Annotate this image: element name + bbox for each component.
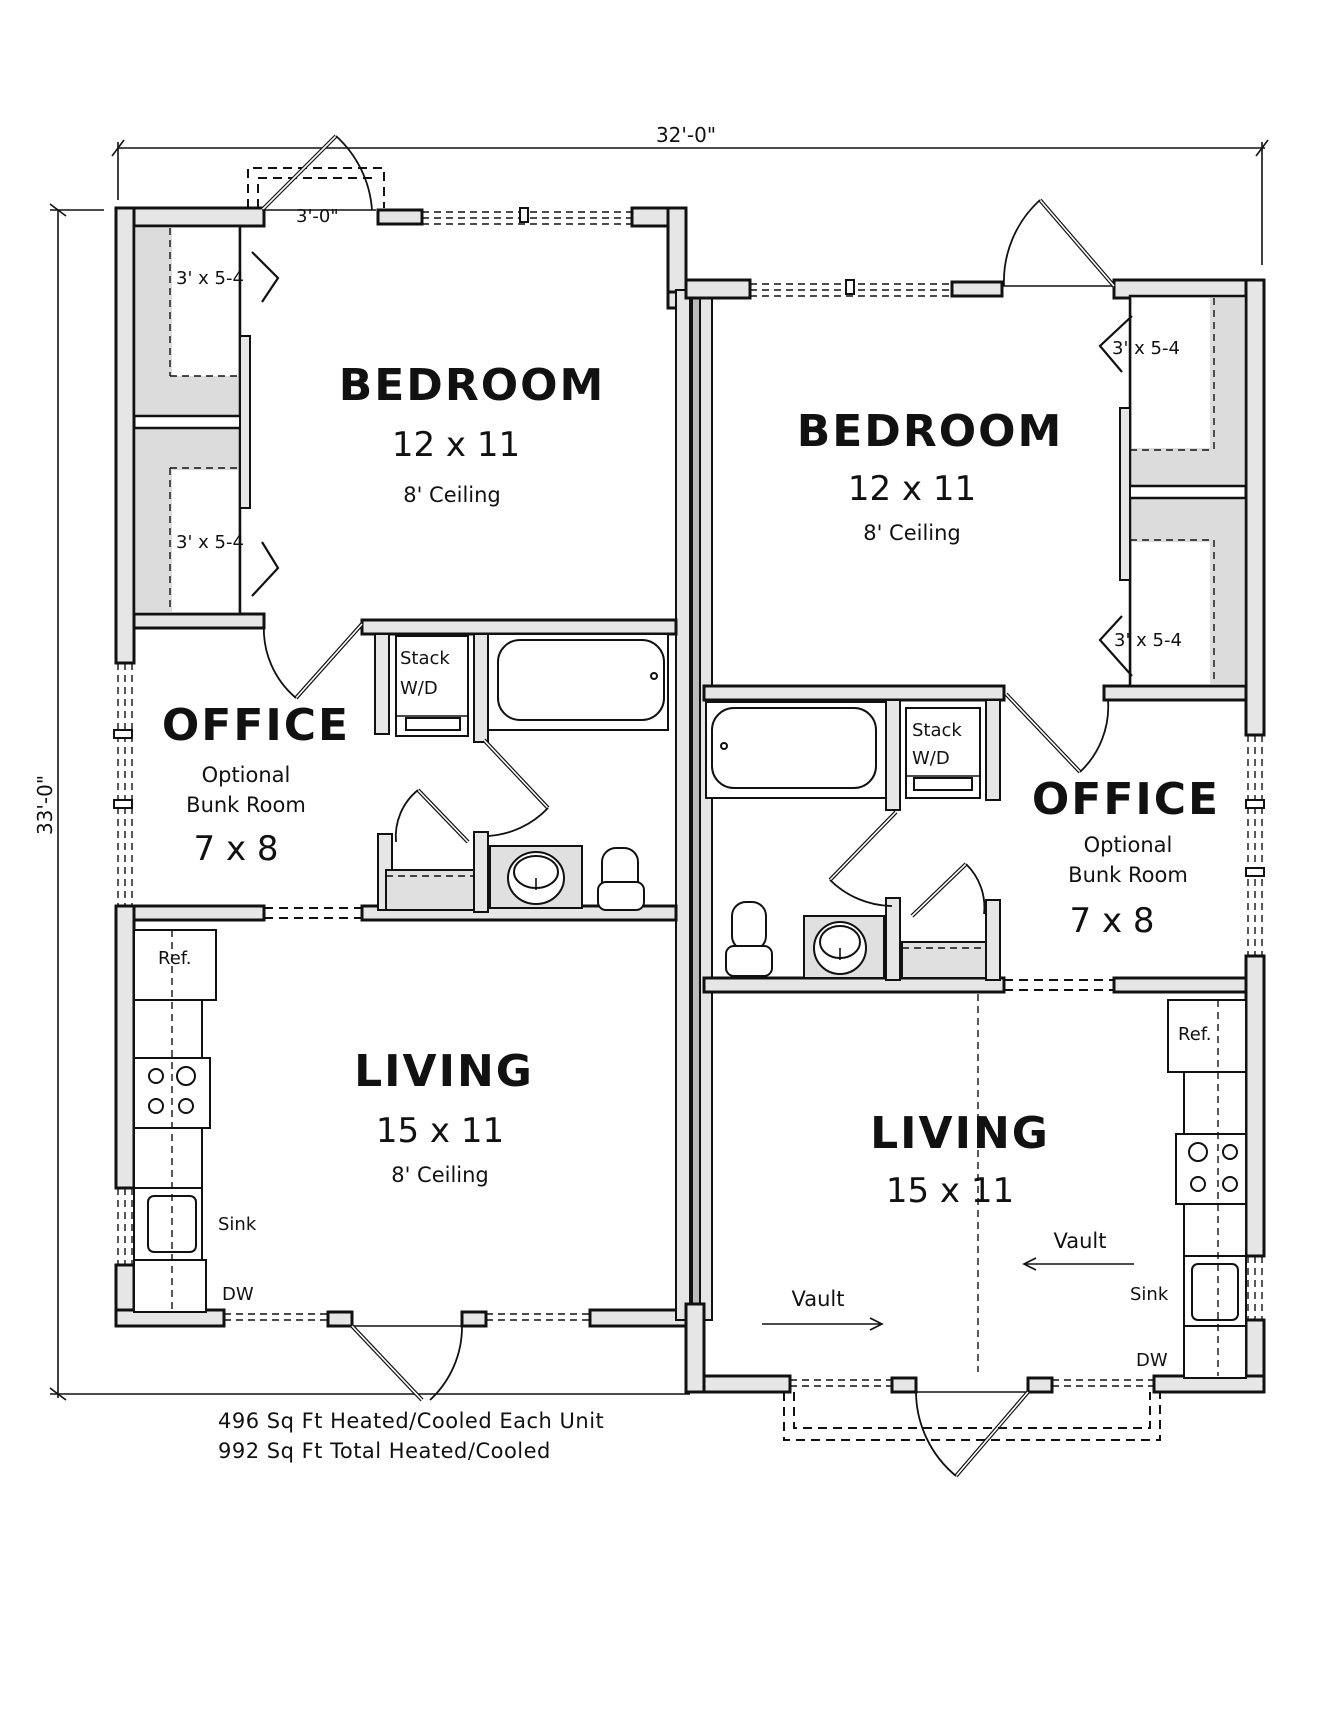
left-sink-label: Sink <box>218 1214 257 1235</box>
right-closets <box>1098 294 1248 688</box>
right-kitchen: Ref. Sink DW <box>1130 999 1247 1379</box>
left-bedroom-title: BEDROOM <box>339 360 606 411</box>
right-living-title: LIVING <box>870 1108 1050 1159</box>
left-living-title: LIVING <box>354 1046 534 1097</box>
left-closets <box>132 224 280 616</box>
left-kitchen-window <box>117 1188 133 1265</box>
right-laundry-line2: W/D <box>912 748 950 769</box>
left-living-ceiling: 8' Ceiling <box>391 1163 489 1187</box>
entry-door-width-label: 3'-0" <box>296 206 339 227</box>
left-stack-washer-dryer: Stack W/D <box>395 635 469 737</box>
left-laundry-line2: W/D <box>400 678 438 699</box>
right-office-line2: Bunk Room <box>1068 863 1188 887</box>
right-office-title: OFFICE <box>1032 774 1220 825</box>
right-living-windows <box>790 1379 1154 1387</box>
right-living-size: 15 x 11 <box>886 1171 1014 1211</box>
left-bedroom-ceiling: 8' Ceiling <box>403 483 501 507</box>
left-closet-bottom-label: 3' x 5-4 <box>176 532 244 553</box>
note-each-unit: 496 Sq Ft Heated/Cooled Each Unit <box>218 1409 604 1433</box>
width-dimension-label: 32'-0" <box>656 123 716 147</box>
left-living-entry-door <box>350 1324 463 1402</box>
left-office-title: OFFICE <box>162 700 350 751</box>
left-bedroom-size: 12 x 11 <box>392 425 520 465</box>
left-office-size: 7 x 8 <box>194 829 279 869</box>
right-bath-door <box>828 810 898 907</box>
left-linen-closet <box>385 788 475 911</box>
right-bedroom-window <box>750 279 952 297</box>
right-closet-bottom-label: 3' x 5-4 <box>1114 630 1182 651</box>
left-office-window <box>113 663 133 906</box>
depth-dimension-label: 33'-0" <box>33 775 57 835</box>
right-bathtub <box>705 701 887 799</box>
right-top-entry-door <box>1002 198 1116 288</box>
right-toilet <box>725 901 773 977</box>
right-vault-markers <box>762 994 1134 1372</box>
right-office-window <box>1245 735 1265 956</box>
left-office-door <box>262 622 364 700</box>
left-bathtub <box>487 633 669 731</box>
right-vault-label-left: Vault <box>792 1287 845 1311</box>
left-dw-label: DW <box>222 1284 254 1305</box>
left-living-windows <box>224 1313 590 1321</box>
right-office-size: 7 x 8 <box>1070 901 1155 941</box>
dimension-width: 32'-0" <box>111 123 1269 265</box>
right-bedroom-ceiling: 8' Ceiling <box>863 521 961 545</box>
left-bath-vanity-sink <box>489 845 583 909</box>
right-bath-vanity-sink <box>803 915 885 979</box>
left-bath-door <box>482 738 550 837</box>
right-bedroom-size: 12 x 11 <box>848 469 976 509</box>
right-sink-label: Sink <box>1130 1284 1169 1305</box>
left-unit-walls <box>114 206 713 1328</box>
left-office-line2: Bunk Room <box>186 793 306 817</box>
dimension-depth: 33'-0" <box>33 203 690 1401</box>
left-ref-label: Ref. <box>158 948 192 969</box>
left-toilet <box>597 847 645 911</box>
right-dw-label: DW <box>1136 1350 1168 1371</box>
right-laundry-line1: Stack <box>912 720 962 741</box>
left-kitchen: Ref. Sink DW <box>133 929 257 1313</box>
right-office-line1: Optional <box>1084 833 1173 857</box>
left-laundry-line1: Stack <box>400 648 450 669</box>
right-bedroom-title: BEDROOM <box>797 406 1064 457</box>
right-kitchen-window <box>1247 1256 1263 1320</box>
right-closet-top-label: 3' x 5-4 <box>1112 338 1180 359</box>
left-closet-top-label: 3' x 5-4 <box>176 268 244 289</box>
left-bedroom-window <box>422 207 632 225</box>
right-ref-label: Ref. <box>1178 1024 1212 1045</box>
left-living-size: 15 x 11 <box>376 1111 504 1151</box>
right-stack-washer-dryer: Stack W/D <box>905 707 981 799</box>
left-top-entry-door: 3'-0" <box>247 134 385 227</box>
right-linen-closet <box>901 862 987 979</box>
note-total: 992 Sq Ft Total Heated/Cooled <box>218 1439 551 1463</box>
left-office-line1: Optional <box>202 763 291 787</box>
right-vault-label-right: Vault <box>1054 1229 1107 1253</box>
right-office-door <box>1004 692 1110 774</box>
right-living-entry-door <box>783 1390 1161 1478</box>
